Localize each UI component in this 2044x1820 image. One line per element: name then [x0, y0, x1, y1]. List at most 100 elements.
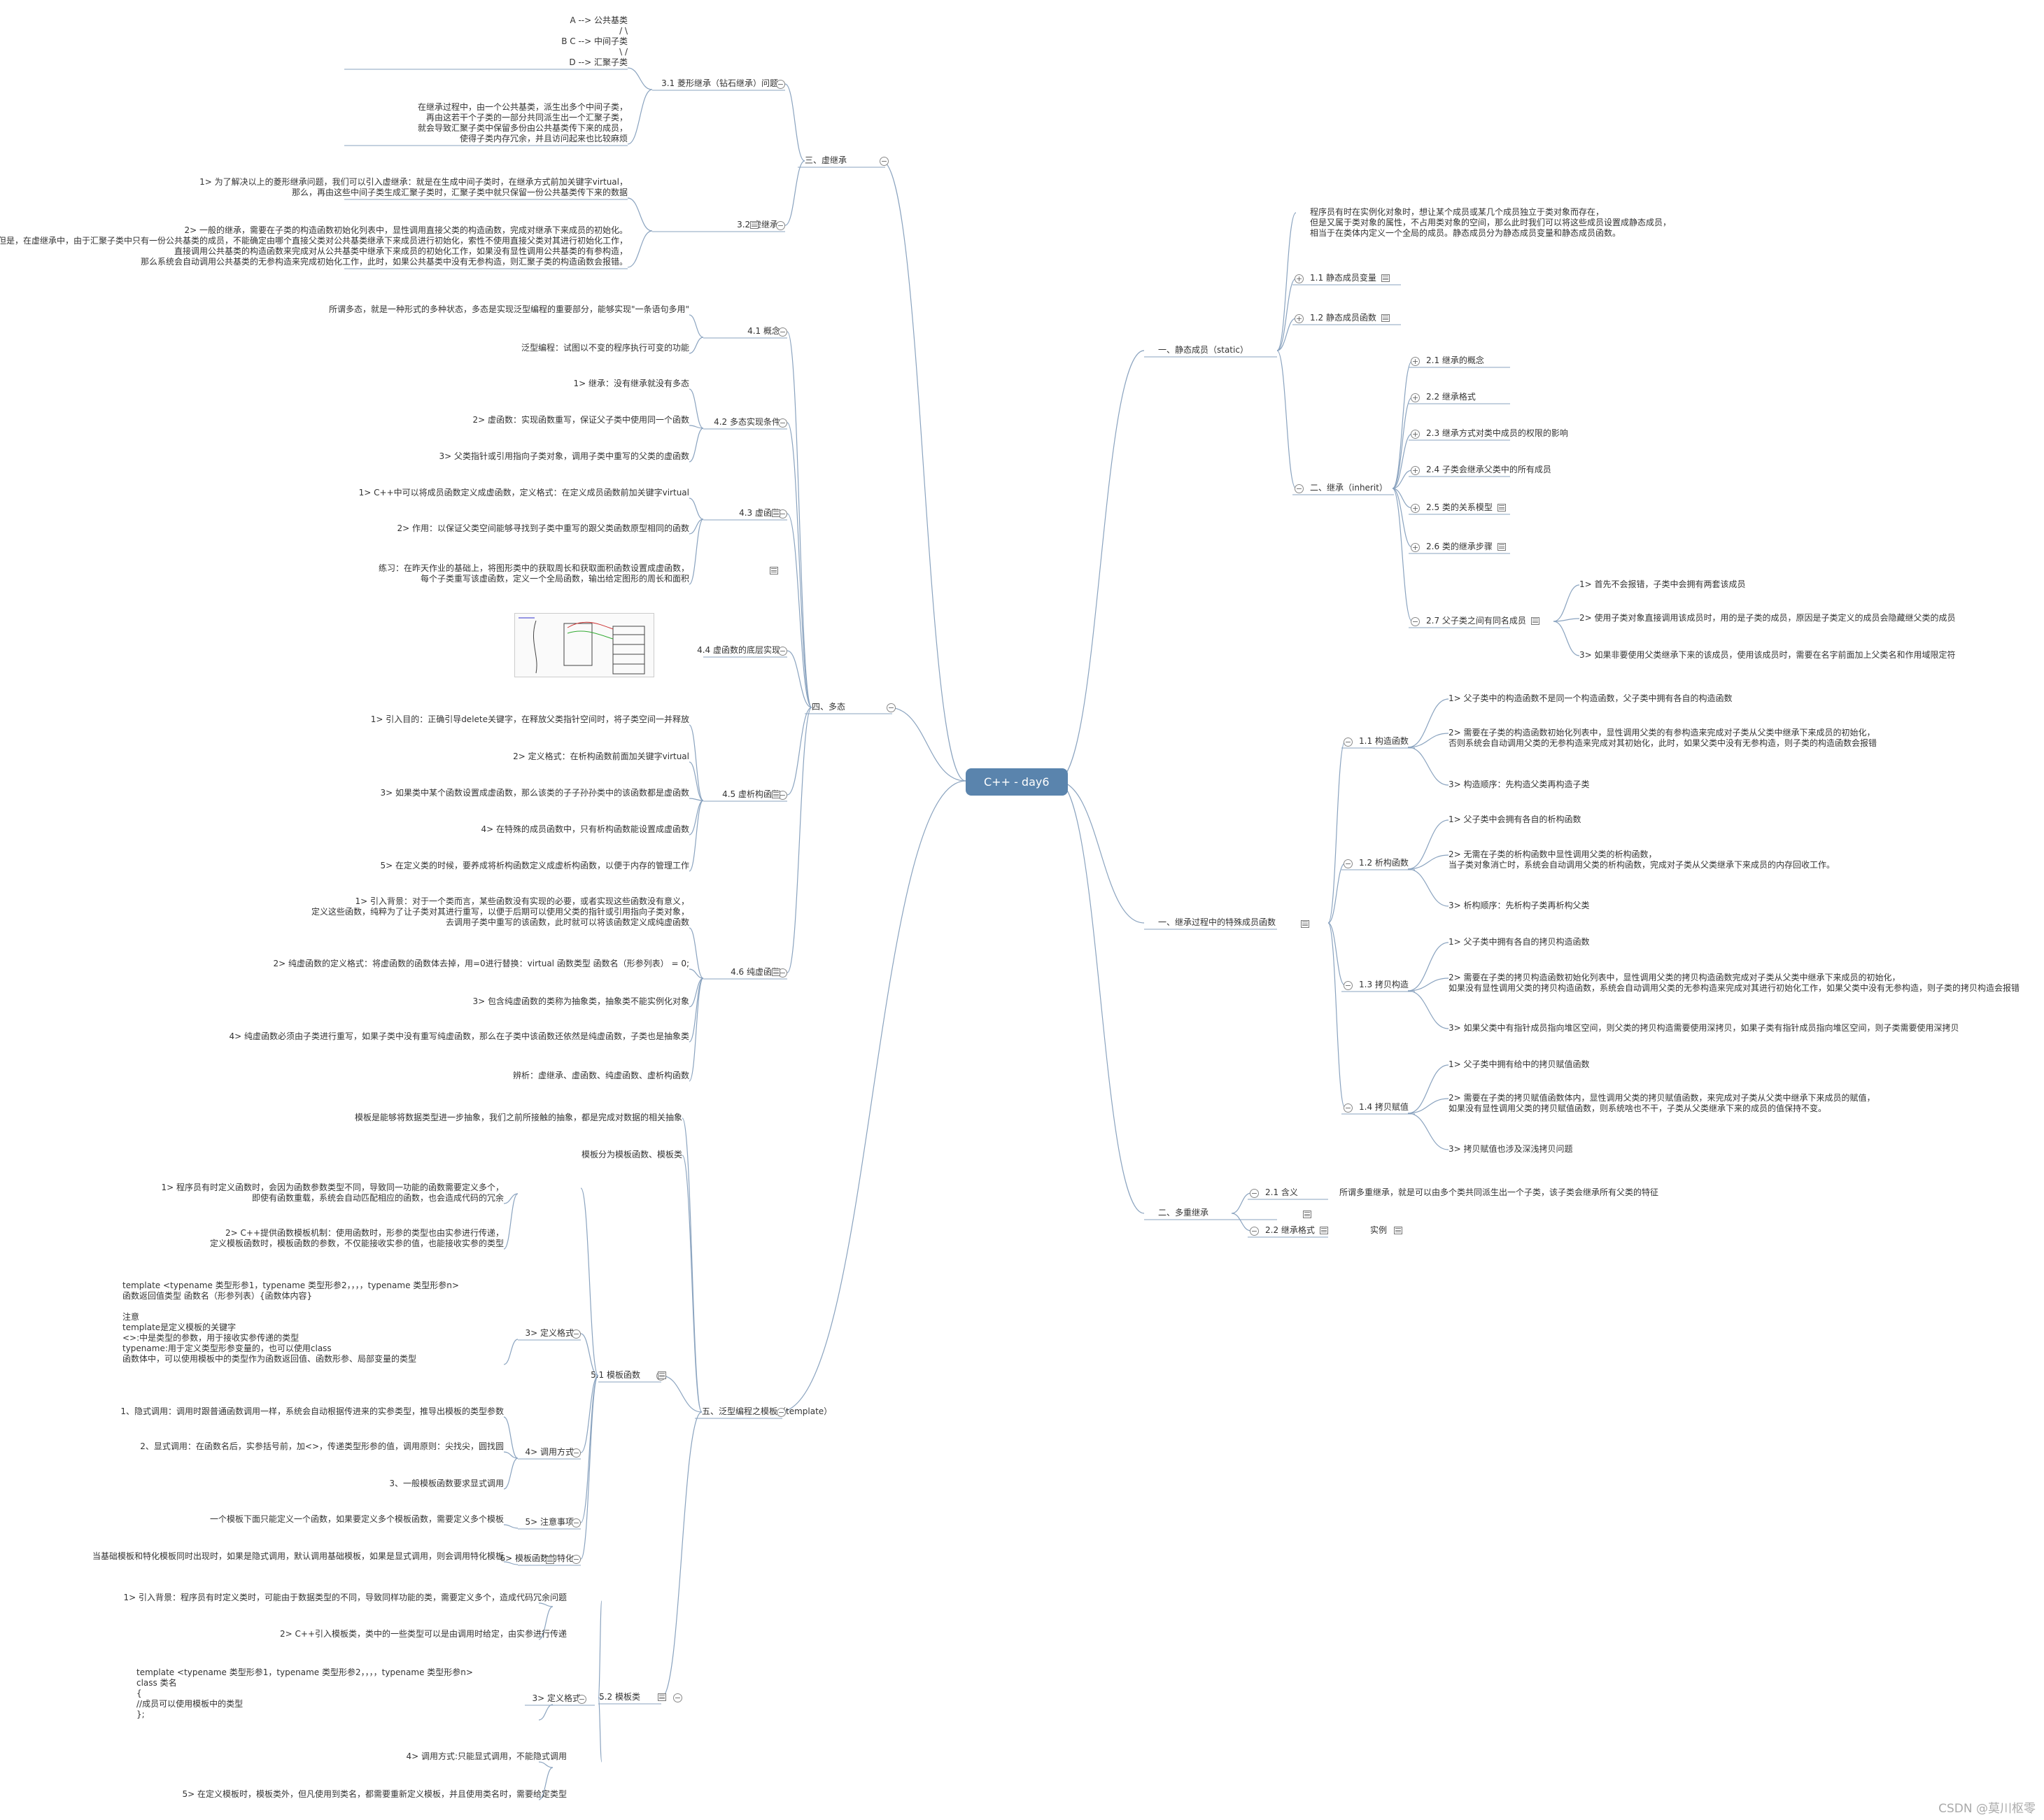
topic-3-1[interactable]: 3.1 菱形继承（钻石继承）问题	[661, 78, 778, 88]
collapse-icon[interactable]: −	[1344, 738, 1353, 747]
note-text: 1> C++中可以将成员函数定义成虚函数，定义格式：在定义成员函数前加关键字vi…	[358, 488, 689, 498]
topic-4-1[interactable]: 4.1 概念	[747, 326, 780, 336]
topic-2-7[interactable]: 2.7 父子类之间有同名成员	[1426, 616, 1526, 626]
connector-line	[503, 1416, 519, 1459]
connector-line	[503, 1451, 519, 1459]
topic-5-2-3[interactable]: 3> 定义格式	[532, 1693, 581, 1703]
topic-4-4[interactable]: 4.4 虚函数的底层实现	[697, 645, 780, 655]
topic-4-6[interactable]: 4.6 纯虚函数	[731, 967, 780, 977]
notes-icon[interactable]	[1381, 314, 1390, 322]
notes-icon[interactable]	[1320, 1227, 1328, 1234]
notes-icon[interactable]	[546, 1556, 554, 1564]
topic-2-1-multi[interactable]: 2.1 含义	[1265, 1187, 1298, 1197]
collapse-icon[interactable]: −	[778, 327, 787, 337]
topic-1-1[interactable]: 1.1 静态成员变量	[1310, 273, 1376, 283]
note-text: 练习：在昨天作业的基础上，将图形类中的获取周长和获取面积函数设置成虚函数， 每个…	[378, 563, 689, 584]
notes-icon[interactable]	[770, 567, 778, 574]
expand-icon[interactable]: +	[1411, 466, 1420, 475]
connector-line	[580, 1375, 599, 1453]
topic-2-2[interactable]: 2.2 继承格式	[1426, 392, 1476, 402]
expand-icon[interactable]: +	[1295, 314, 1304, 323]
connector-line	[787, 707, 812, 796]
expand-icon[interactable]: +	[1411, 504, 1420, 513]
branch-right-1[interactable]: 一、静态成员（static）	[1158, 345, 1248, 355]
topic-4-5[interactable]: 4.5 虚析构函数	[722, 789, 780, 799]
expand-icon[interactable]: +	[1411, 543, 1420, 552]
connector-line	[627, 197, 653, 232]
connector-line	[689, 724, 704, 801]
collapse-icon[interactable]: −	[778, 647, 787, 656]
note-text: 3> 包含纯虚函数的类称为抽象类，抽象类不能实例化对象	[472, 996, 689, 1006]
topic-2-5[interactable]: 2.5 类的关系模型	[1426, 502, 1493, 512]
topic-2-2-multi[interactable]: 2.2 继承格式	[1265, 1225, 1315, 1235]
connector-line	[1407, 854, 1449, 870]
branch-4-topic[interactable]: 四、多态	[812, 702, 846, 712]
collapse-icon[interactable]: −	[1344, 859, 1353, 868]
collapse-icon[interactable]: −	[1344, 981, 1353, 990]
collapse-icon[interactable]: −	[572, 1329, 581, 1339]
notes-icon[interactable]	[1497, 504, 1506, 512]
topic-5-2[interactable]: 5.2 模板类	[599, 1692, 640, 1702]
notes-icon[interactable]	[750, 221, 759, 229]
topic-5-1-6[interactable]: 6> 模板函数的特化	[500, 1553, 574, 1563]
topic-3-2[interactable]: 3.2 虚继承	[737, 220, 778, 230]
branch-right-2[interactable]: 一、继承过程中的特殊成员函数	[1158, 917, 1276, 927]
topic-5-1-3[interactable]: 3> 定义格式	[525, 1328, 574, 1338]
expand-icon[interactable]: +	[1411, 430, 1420, 439]
topic-1-4[interactable]: 1.4 拷贝赋值	[1359, 1102, 1409, 1112]
collapse-icon[interactable]: −	[572, 1518, 581, 1528]
notes-icon[interactable]	[1381, 274, 1390, 282]
note-text: 2> 需要在子类的构造函数初始化列表中，显性调用父类的有参构造来完成对子类从父类…	[1449, 728, 1877, 748]
notes-icon[interactable]	[772, 968, 780, 976]
notes-icon[interactable]	[1301, 920, 1309, 928]
collapse-icon[interactable]: −	[776, 221, 785, 230]
notes-icon[interactable]	[1531, 617, 1539, 625]
branch-right-3[interactable]: 二、多重继承	[1158, 1208, 1209, 1218]
topic-2-6[interactable]: 2.6 类的继承步骤	[1426, 542, 1493, 551]
connector-line	[503, 1524, 519, 1529]
topic-5-1-4[interactable]: 4> 调用方式	[525, 1447, 574, 1457]
collapse-icon[interactable]: −	[1295, 484, 1304, 493]
collapse-icon[interactable]: −	[673, 1693, 682, 1702]
collapse-icon[interactable]: −	[572, 1448, 581, 1458]
topic-5-1-5[interactable]: 5> 注意事项	[525, 1517, 574, 1527]
topic-2-3[interactable]: 2.3 继承方式对类中成员的权限的影响	[1426, 428, 1568, 438]
notes-icon[interactable]	[1303, 1211, 1311, 1218]
branch-3-topic[interactable]: 三、虚继承	[805, 155, 847, 165]
topic-1-2[interactable]: 1.2 析构函数	[1359, 858, 1409, 868]
topic-2-1[interactable]: 2.1 继承的概念	[1426, 355, 1484, 365]
topic-1-1[interactable]: 1.1 构造函数	[1359, 736, 1409, 746]
collapse-icon[interactable]: −	[776, 80, 785, 89]
topic-4-2[interactable]: 4.2 多态实现条件	[714, 417, 780, 427]
topic-inherit[interactable]: 二、继承（inherit）	[1310, 483, 1388, 493]
topic-2-4[interactable]: 2.4 子类会继承父类中的所有成员	[1426, 465, 1551, 474]
note-text: 1> 父子类中会拥有各自的析构函数	[1449, 814, 1581, 824]
notes-icon[interactable]	[772, 791, 780, 798]
collapse-icon[interactable]: −	[1344, 1103, 1353, 1113]
collapse-icon[interactable]: −	[887, 703, 896, 712]
collapse-icon[interactable]: −	[1411, 617, 1420, 626]
topic-1-3[interactable]: 1.3 拷贝构造	[1359, 980, 1409, 989]
notes-icon[interactable]	[1497, 543, 1506, 551]
topic-1-2[interactable]: 1.2 静态成员函数	[1310, 313, 1376, 323]
collapse-icon[interactable]: −	[880, 157, 889, 166]
notes-icon[interactable]	[658, 1371, 666, 1379]
topic-5-1[interactable]: 5.1 模板函数	[591, 1370, 640, 1380]
expand-icon[interactable]: +	[1295, 274, 1304, 283]
collapse-icon[interactable]: −	[577, 1695, 586, 1704]
collapse-icon[interactable]: −	[778, 418, 787, 428]
collapse-icon[interactable]: −	[572, 1555, 581, 1564]
expand-icon[interactable]: +	[1411, 357, 1420, 366]
notes-icon[interactable]	[772, 509, 780, 517]
root-topic[interactable]: C++ - day6	[966, 768, 1068, 796]
collapse-icon[interactable]: −	[1250, 1189, 1259, 1198]
connector-line	[1553, 584, 1580, 622]
collapse-icon[interactable]: −	[777, 1408, 786, 1417]
notes-icon[interactable]	[1394, 1227, 1402, 1234]
collapse-icon[interactable]: −	[1250, 1227, 1259, 1236]
notes-icon[interactable]	[658, 1693, 666, 1701]
expand-icon[interactable]: +	[1411, 393, 1420, 402]
branch-5-topic[interactable]: 五、泛型编程之模板（template）	[702, 1406, 833, 1416]
connector-line	[1392, 433, 1413, 489]
